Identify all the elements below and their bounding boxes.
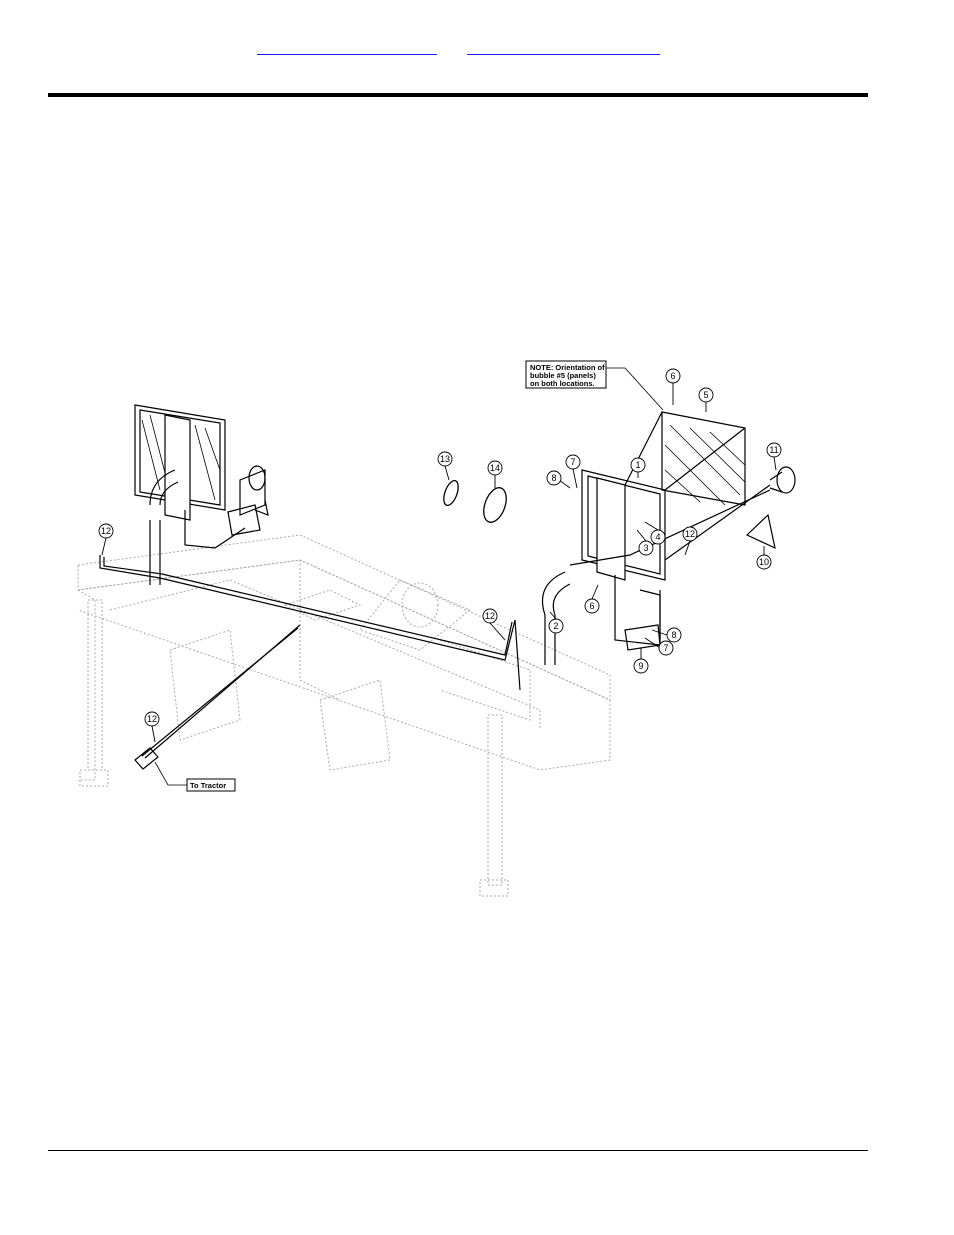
callout-12-left: 12	[98, 523, 114, 556]
svg-text:1: 1	[635, 460, 640, 470]
callout-4: 4	[644, 521, 666, 545]
header-link-2[interactable]	[467, 40, 660, 55]
svg-text:12: 12	[147, 714, 157, 724]
callout-7-top: 7	[565, 454, 581, 489]
callout-12-right: 12	[682, 526, 698, 556]
svg-text:10: 10	[759, 557, 769, 567]
svg-text:5: 5	[703, 390, 708, 400]
svg-text:2: 2	[553, 621, 558, 631]
wiring-harness	[99, 489, 771, 770]
svg-text:8: 8	[551, 473, 556, 483]
note-line-3: on both locations.	[530, 379, 595, 388]
svg-text:14: 14	[490, 463, 500, 473]
note-line-2: bubble #5 (panels)	[530, 371, 596, 380]
callout-11: 11	[766, 442, 782, 471]
callout-13: 13	[437, 451, 453, 481]
right-light-assembly	[541, 411, 796, 665]
callout-9: 9	[633, 648, 649, 674]
svg-text:6: 6	[670, 371, 675, 381]
callout-8-top: 8	[546, 470, 571, 489]
wire-loops	[443, 479, 507, 523]
svg-text:3: 3	[643, 543, 648, 553]
svg-text:7: 7	[570, 457, 575, 467]
header-link-1[interactable]	[257, 40, 437, 55]
callout-5: 5	[698, 387, 714, 412]
callout-14: 14	[487, 460, 503, 488]
callout-10: 10	[756, 546, 772, 570]
svg-text:4: 4	[655, 532, 660, 542]
left-light-assembly	[134, 404, 269, 585]
note-line-1: NOTE: Orientation of	[530, 363, 605, 372]
svg-text:13: 13	[440, 454, 450, 464]
to-tractor-text: To Tractor	[190, 781, 226, 790]
callout-6-bottom: 6	[584, 584, 600, 614]
svg-text:6: 6	[589, 601, 594, 611]
callout-8-bottom: 8	[651, 627, 682, 643]
callout-7-bottom: 7	[644, 637, 674, 656]
callout-3: 3	[636, 529, 654, 556]
svg-text:9: 9	[638, 661, 643, 671]
footer-rule	[48, 1150, 868, 1151]
header-rule	[48, 93, 868, 97]
implement-frame	[77, 534, 611, 897]
to-tractor-label: To Tractor	[154, 761, 236, 792]
orientation-note: NOTE: Orientation of bubble #5 (panels) …	[525, 360, 664, 411]
svg-text:12: 12	[685, 529, 695, 539]
svg-text:12: 12	[101, 526, 111, 536]
callout-12-tractor: 12	[144, 711, 160, 743]
svg-text:11: 11	[769, 445, 778, 455]
callout-12-center: 12	[482, 608, 506, 641]
callout-6-top: 6	[665, 368, 681, 405]
callout-1: 1	[630, 457, 646, 478]
svg-text:7: 7	[663, 643, 668, 653]
svg-text:12: 12	[485, 611, 495, 621]
svg-text:8: 8	[671, 630, 676, 640]
callout-2: 2	[548, 611, 564, 634]
